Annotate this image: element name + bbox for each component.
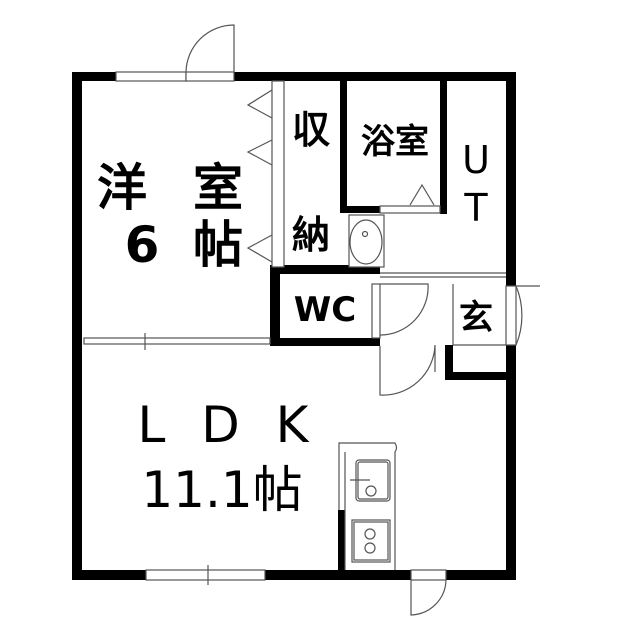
walls [72, 72, 516, 580]
door-arc-top [185, 24, 235, 73]
ldk-label: L D K [137, 396, 319, 454]
window-top [115, 71, 187, 82]
ldk-size: 11.1帖 [141, 461, 303, 519]
western-room-size: 6 [124, 216, 160, 274]
western-room-label-2: 室 [193, 159, 243, 217]
storage-label-1: 収 [291, 108, 331, 152]
window-bottom [145, 569, 266, 581]
storage-label-2: 納 [291, 213, 331, 257]
utility-label-1: U [462, 138, 490, 182]
western-room-label-1: 洋 [97, 159, 147, 217]
stove [351, 519, 391, 563]
entrance-label: 玄 [459, 298, 493, 338]
toilet-label: WC [293, 290, 357, 330]
western-room-size-unit: 帖 [193, 216, 243, 274]
door-arc-entrance [515, 285, 540, 346]
utility-label-2: T [464, 186, 488, 230]
bathroom-label: 浴室 [361, 122, 429, 162]
